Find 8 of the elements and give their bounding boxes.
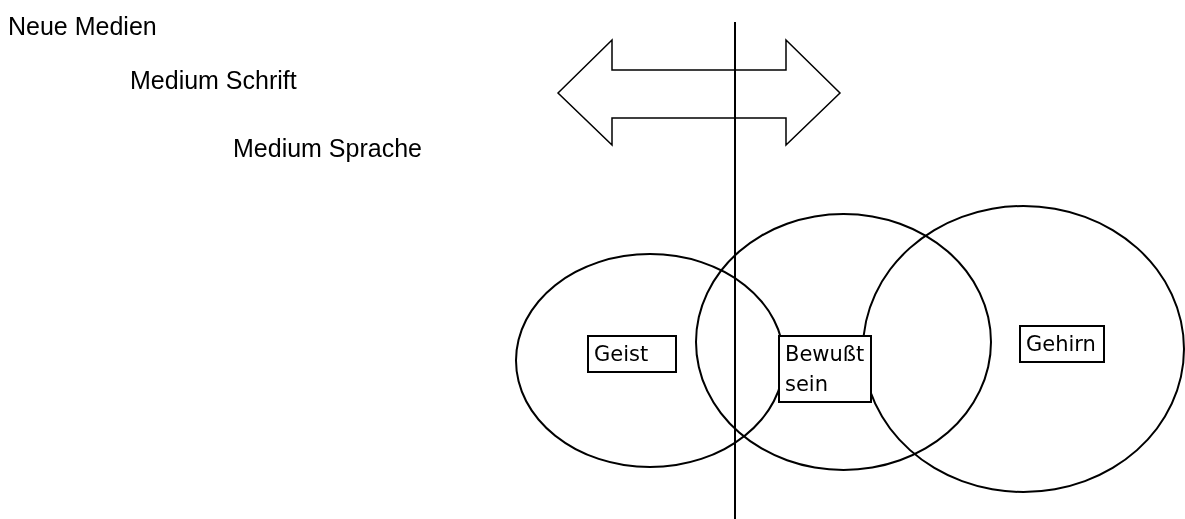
- label-box: Bewußt sein: [778, 335, 872, 403]
- text-label: Medium Schrift: [130, 66, 297, 95]
- text-label: Neue Medien: [8, 12, 157, 41]
- ellipse-outline: [862, 205, 1185, 493]
- label-box: Gehirn: [1019, 325, 1105, 363]
- text-label: Medium Sprache: [233, 134, 422, 163]
- label-box: Geist: [587, 335, 677, 373]
- ellipse-outline: [695, 213, 992, 471]
